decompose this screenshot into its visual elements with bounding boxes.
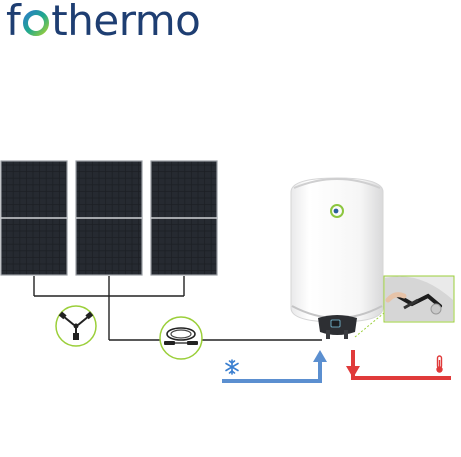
logo-letter-f: f [6, 0, 21, 45]
connection-detail-callout [354, 275, 455, 338]
solar-panel-3 [150, 160, 218, 276]
solar-panel-1 [0, 160, 68, 276]
solar-panel-2 [75, 160, 143, 276]
logo-ring-icon [22, 0, 50, 36]
water-heater-tank [290, 177, 384, 323]
tank-control-unit [318, 315, 357, 339]
hot-water-outlet-pipe [346, 350, 451, 380]
logo-word-thermo: thermo [51, 0, 201, 45]
cable-connector-icon [159, 316, 203, 360]
y-connector-icon [55, 305, 97, 347]
cold-water-inlet-pipe [222, 350, 327, 383]
thermometer-icon [436, 355, 443, 373]
tank-status-indicator-icon [330, 204, 344, 218]
snowflake-icon [225, 359, 239, 375]
panel-wiring [33, 276, 322, 341]
